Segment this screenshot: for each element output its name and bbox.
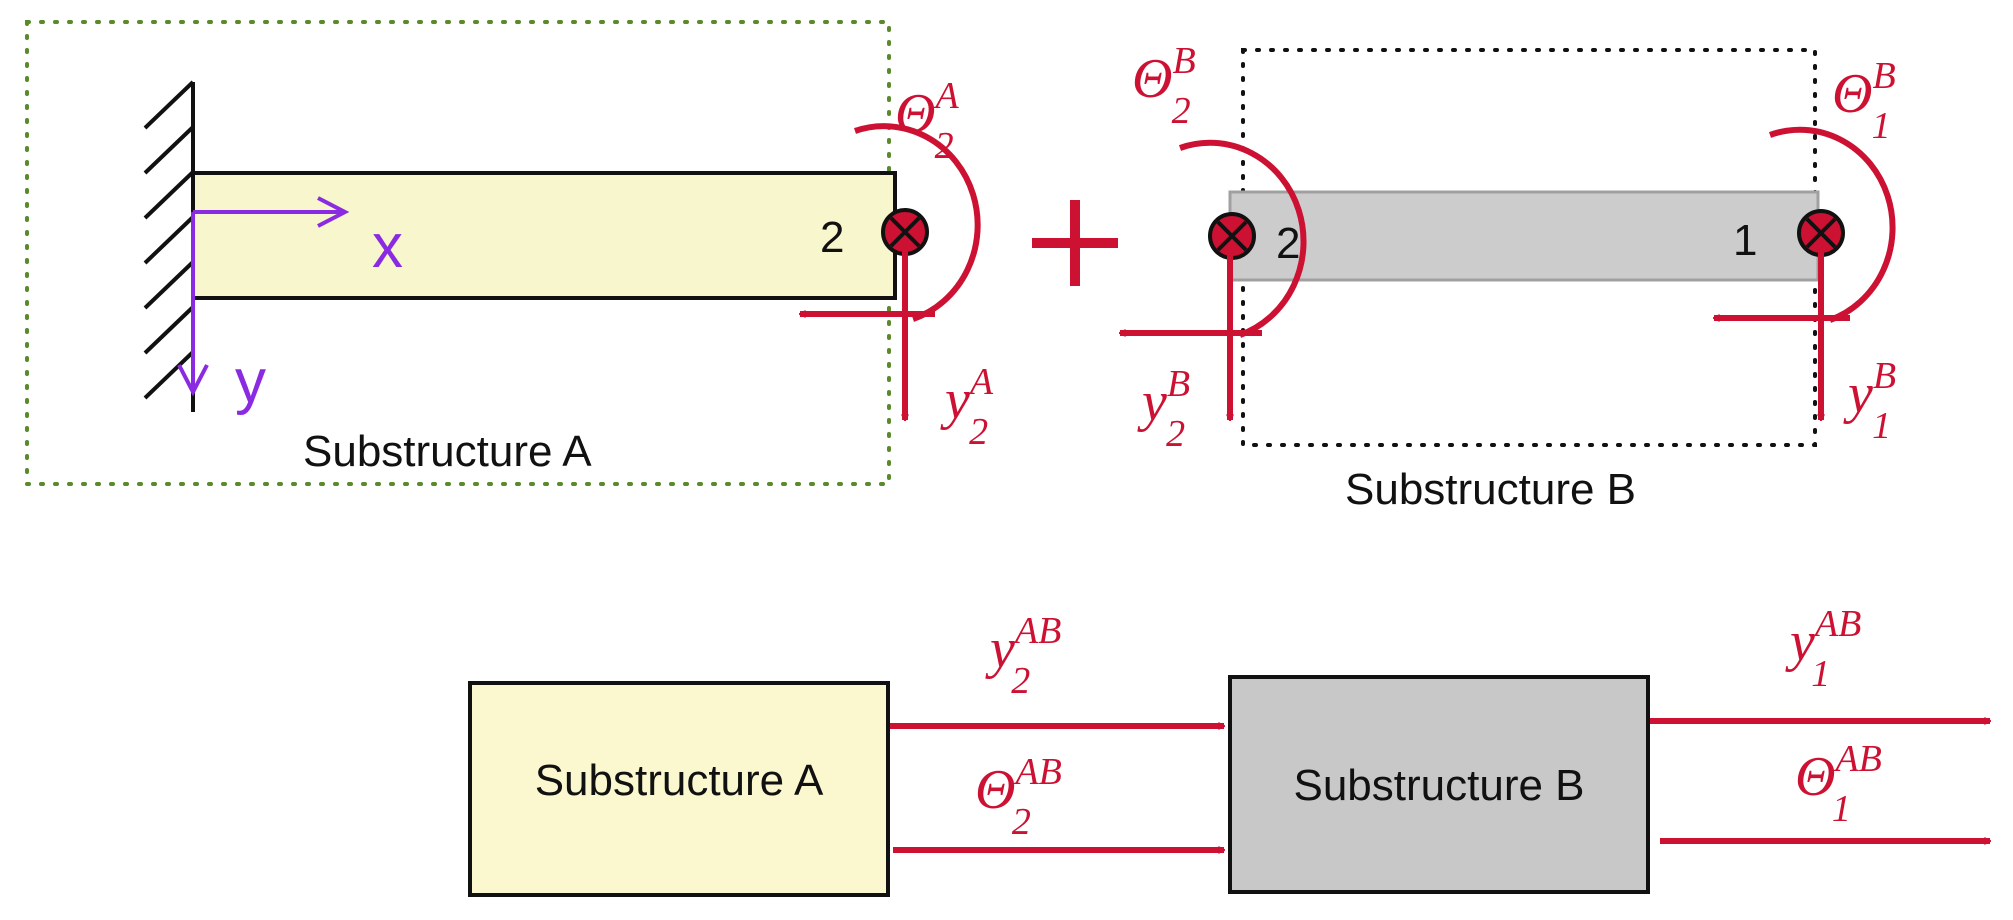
block-substructure-b [1228, 675, 1650, 894]
rotation-arrow-a [854, 123, 981, 322]
fixed-wall-hatch [143, 80, 195, 400]
node-2-marker-b [1208, 212, 1256, 260]
block-substructure-a-label: Substructure A [535, 756, 824, 805]
substructure-a-label: Substructure A [303, 427, 592, 476]
y-axis-label: y [235, 347, 266, 416]
node-1-label-b: 1 [1733, 216, 1757, 265]
block-substructure-a [468, 681, 890, 897]
beam-a [191, 171, 897, 300]
coordinate-axes [177, 196, 350, 397]
rotation-arrow-b-left [1178, 139, 1307, 338]
x-axis-label: x [372, 212, 403, 281]
block-substructure-b-label: Substructure B [1293, 761, 1584, 810]
node-2-label-b: 2 [1276, 219, 1300, 268]
beam-b [1228, 190, 1820, 282]
node-2-label-a: 2 [820, 213, 844, 262]
rotation-arrow-b-right [1768, 126, 1896, 323]
substructure-b-label: Substructure B [1345, 465, 1636, 514]
node-2-marker-a [881, 208, 929, 256]
plus-sign [1032, 200, 1118, 286]
